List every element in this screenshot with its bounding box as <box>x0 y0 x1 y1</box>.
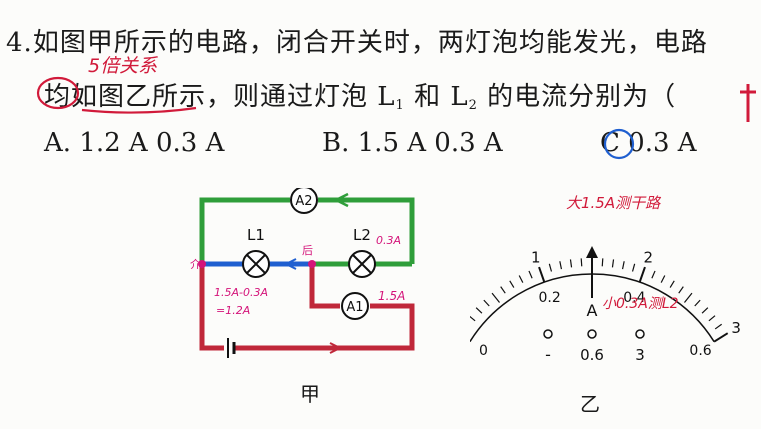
dial-top-scale-label: 3 <box>731 319 740 337</box>
question-line-1: 4.如图甲所示的电路，闭合开关时，两灯泡均能发光，电路 <box>6 22 708 59</box>
dial-tick <box>470 315 476 322</box>
circle-mark-jun <box>36 76 80 110</box>
meter-caption: 乙 <box>580 392 600 416</box>
question-text-line2-b: 和 L <box>404 82 469 112</box>
ammeter-a2-label: A2 <box>295 194 312 209</box>
subscript-1: 1 <box>395 98 405 113</box>
small-range-note: 小0.3A测L2 <box>602 296 679 312</box>
circuit-diagram: A2 A1 L1 L2 0.3A 1.5A 1.5A-0.3A =1.2A 介 … <box>190 188 415 358</box>
underline-mark <box>81 106 197 114</box>
option-c[interactable]: C 0.3 A <box>600 128 697 158</box>
question-number: 4. <box>6 28 33 58</box>
dial-tick <box>669 280 675 288</box>
dial-tick <box>684 292 693 303</box>
dial-top-scale-label: 1 <box>531 249 541 267</box>
dial-tick <box>475 307 483 314</box>
dial-tick <box>559 261 563 270</box>
dial-tick <box>713 332 729 343</box>
dial-tick <box>660 275 666 283</box>
dial-tick <box>611 259 615 268</box>
option-a[interactable]: A. 1.2 A 0.3 A <box>44 128 225 158</box>
dial-tick <box>621 261 625 270</box>
dial-tick <box>491 292 500 303</box>
dial-unit-label: A <box>587 301 598 320</box>
dial-tick <box>548 263 553 272</box>
dial-bottom-scale-label: 0.6 <box>689 343 711 359</box>
dial-bottom-scale-label: 0.2 <box>538 290 560 306</box>
dial-tick <box>538 266 546 283</box>
dial-bottom-scale-label: 0 <box>479 343 488 359</box>
subscript-2: 2 <box>468 98 478 113</box>
question-text-line2-c: 的电流分别为（ <box>477 82 677 112</box>
calc-note-1: 1.5A-0.3A <box>214 286 268 299</box>
ratio-note: 5倍关系 <box>88 55 158 77</box>
dial-top-scale-label: 2 <box>644 249 654 267</box>
dial-tick <box>678 286 684 294</box>
dial-tick <box>694 299 701 307</box>
dial-tick <box>638 266 646 283</box>
terminal-0.6-label: 0.6 <box>580 346 604 364</box>
ammeter-a1-icon <box>341 292 369 320</box>
a1-current-note: 1.5A <box>378 289 405 303</box>
question-text-line1: 如图甲所示的电路，闭合开关时，两灯泡均能发光，电路 <box>32 28 708 58</box>
option-b[interactable]: B. 1.5 A 0.3 A <box>322 128 503 158</box>
dial-tick <box>701 307 709 314</box>
dial-bottom-scale-label: 0.4 <box>623 290 645 306</box>
lamp-l2-label: L2 <box>353 226 371 244</box>
dial-tick <box>601 258 604 267</box>
terminal-0.6-icon <box>587 329 597 339</box>
question-text-line2-a: 均如图乙所示，则通过灯泡 L <box>44 82 396 112</box>
circuit-caption: 甲 <box>300 382 320 406</box>
dial-tick <box>651 270 656 279</box>
right-node-note: 后 <box>302 244 313 257</box>
dial-tick <box>500 286 506 294</box>
calc-note-2: =1.2A <box>216 304 250 317</box>
ammeter-a1-label: A1 <box>346 300 363 315</box>
big-range-note: 大1.5A测干路 <box>566 194 662 212</box>
dial-tick <box>580 258 583 267</box>
terminal-minus-icon <box>543 329 553 339</box>
dial-tick <box>714 323 723 330</box>
dial-tick <box>708 315 716 322</box>
dial-tick <box>569 259 573 268</box>
dial-tick <box>528 270 533 279</box>
dial-tick <box>631 263 636 272</box>
left-node-note: 介 <box>190 258 201 271</box>
question-line-2: 均如图乙所示，则通过灯泡 L1 和 L2 的电流分别为（ <box>44 76 676 113</box>
lamp-l1-label: L1 <box>247 226 265 244</box>
answer-circle-c <box>603 128 635 160</box>
ammeter-dial: 012300.20.40.6 A - 0.6 3 大1.5A测干路 小0.3A测… <box>470 194 740 364</box>
edge-pen-mark <box>740 84 756 122</box>
option-c-letter: C <box>600 128 620 158</box>
dial-tick <box>483 299 490 307</box>
terminal-3-label: 3 <box>635 346 645 364</box>
dial-tick <box>509 280 515 288</box>
l2-current-note: 0.3A <box>376 234 401 247</box>
terminal-3-icon <box>635 329 645 339</box>
dial-tick <box>518 275 524 283</box>
option-c-value: 0.3 A <box>628 128 697 158</box>
ammeter-a2-icon <box>290 188 318 214</box>
terminal-minus-label: - <box>545 345 551 364</box>
